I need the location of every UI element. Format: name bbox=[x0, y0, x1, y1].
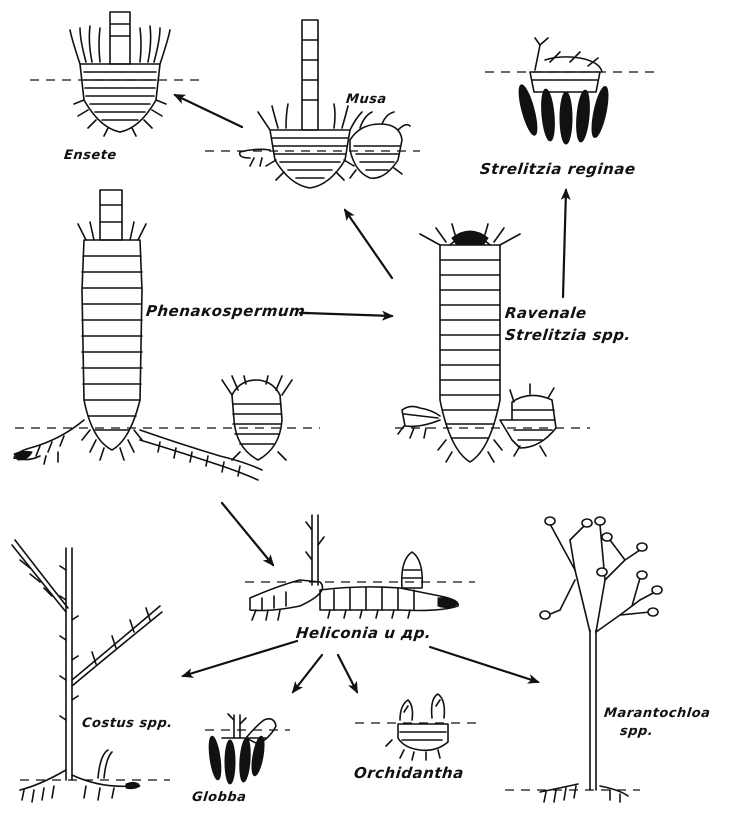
marantochloa-drawing bbox=[540, 517, 662, 802]
globba-drawing bbox=[207, 714, 276, 784]
costus-drawing bbox=[12, 540, 162, 802]
orchidantha-drawing bbox=[386, 694, 448, 760]
label-marantochloa-line1: Marantochloa bbox=[603, 706, 711, 721]
label-ravenala-line1: Ravenale bbox=[504, 304, 588, 322]
strelitzia-reginae-drawing bbox=[515, 38, 611, 144]
label-phenakospermum: Phenaкospermum bbox=[145, 302, 306, 320]
label-orchidantha: Orchidantha bbox=[353, 764, 465, 782]
label-ensete: Ensete bbox=[63, 148, 117, 163]
label-globba: Globba bbox=[191, 790, 247, 805]
label-costus: Costus spp. bbox=[81, 716, 173, 731]
label-ravenala-line2: Strelitzia spp. bbox=[504, 326, 632, 344]
ensete-drawing bbox=[70, 12, 170, 136]
soil-lines bbox=[15, 72, 655, 790]
label-marantochloa-line2: spp. bbox=[619, 724, 654, 739]
phenakospermum-drawing bbox=[14, 190, 292, 480]
label-strelitzia-reginae: Strelitzia reginae bbox=[479, 160, 637, 178]
heliconia-drawing bbox=[250, 515, 458, 620]
label-musa: Musa bbox=[345, 92, 387, 107]
label-heliconia: Heliconia u др. bbox=[295, 624, 432, 642]
